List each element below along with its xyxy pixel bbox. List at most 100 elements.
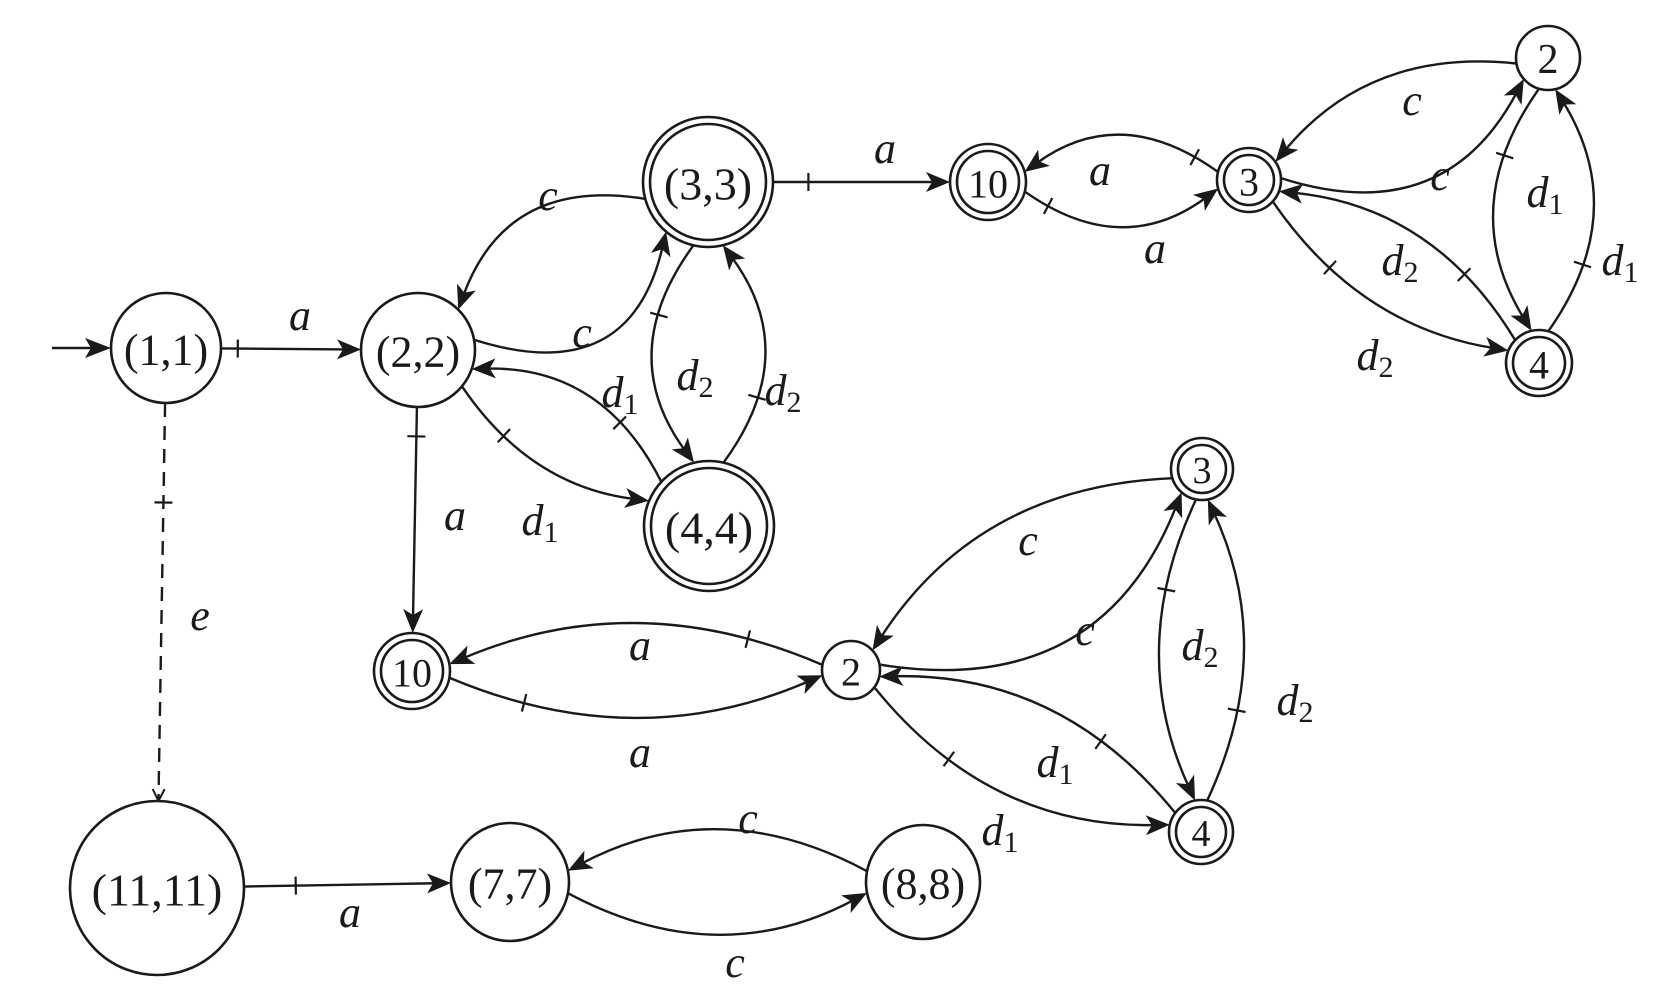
edge-symbol: c bbox=[1018, 516, 1038, 565]
edge-line bbox=[460, 385, 635, 501]
state-label: 2 bbox=[841, 650, 861, 695]
state-label: (3,3) bbox=[664, 159, 752, 210]
state-circle bbox=[372, 631, 452, 711]
state-circle bbox=[641, 115, 775, 249]
accepting-ring bbox=[1222, 153, 1276, 207]
arrowhead-icon bbox=[336, 339, 362, 360]
state-node: 3 bbox=[1169, 436, 1235, 502]
edge-line bbox=[473, 245, 665, 354]
tick-mark bbox=[744, 630, 752, 649]
arrowhead-icon bbox=[796, 675, 823, 695]
edge-label: a bbox=[629, 728, 651, 777]
state-node: 10 bbox=[948, 142, 1028, 222]
arrowhead-icon bbox=[85, 338, 111, 358]
state-circle bbox=[642, 459, 776, 593]
edge-label: c bbox=[1430, 151, 1450, 200]
edge-line bbox=[873, 686, 1156, 827]
state-node: 3 bbox=[1215, 146, 1283, 214]
edge-label: c bbox=[738, 794, 758, 843]
edge-symbol: d bbox=[1602, 236, 1625, 285]
edge-line bbox=[893, 675, 1177, 814]
edge-symbol: d bbox=[1182, 621, 1205, 670]
edge-label: d2 bbox=[1357, 331, 1394, 384]
edge-line bbox=[1157, 498, 1198, 788]
state-label: (8,8) bbox=[881, 860, 965, 909]
edge-line bbox=[1206, 512, 1246, 802]
edge-subscript: 2 bbox=[1204, 641, 1219, 674]
edge-line bbox=[879, 505, 1178, 672]
arrowhead-icon bbox=[403, 608, 424, 634]
edge-symbol: a bbox=[1144, 224, 1166, 273]
state-circle bbox=[948, 142, 1028, 222]
arrowhead-icon bbox=[1163, 492, 1183, 519]
edge-symbol: d bbox=[982, 806, 1005, 855]
state-label: (1,1) bbox=[124, 326, 208, 375]
state-node: (2,2) bbox=[359, 291, 477, 409]
tick-mark bbox=[1456, 267, 1472, 282]
arrowhead-icon bbox=[671, 437, 695, 463]
edge-label: c bbox=[1018, 516, 1038, 565]
tick-mark bbox=[520, 693, 528, 712]
transition-edge: c bbox=[1275, 60, 1517, 200]
transition-edge: c bbox=[473, 171, 671, 354]
edge-symbol: a bbox=[629, 728, 651, 777]
arrowhead-icon bbox=[1175, 774, 1196, 801]
edge-label: d2 bbox=[1382, 236, 1419, 289]
edge-line bbox=[879, 476, 1173, 639]
transition-edge: d1 bbox=[1527, 89, 1596, 333]
state-circle bbox=[1169, 436, 1235, 502]
edge-line bbox=[1035, 133, 1219, 173]
edge-label: d1 bbox=[1037, 738, 1074, 791]
edge-label: c bbox=[538, 171, 558, 220]
state-node: 2 bbox=[1514, 24, 1582, 92]
arrowhead-icon bbox=[426, 873, 452, 894]
arrowhead-icon bbox=[926, 172, 950, 192]
edge-line bbox=[1283, 60, 1517, 152]
transition-edge: a bbox=[448, 621, 823, 720]
edge-symbol: d bbox=[1357, 331, 1380, 380]
edge-label: a bbox=[629, 621, 651, 670]
state-label: 4 bbox=[1529, 343, 1549, 388]
edge-label: c bbox=[572, 308, 592, 357]
edge-label: a bbox=[444, 491, 466, 540]
arrowhead-icon bbox=[650, 231, 671, 258]
state-label: 3 bbox=[1193, 450, 1212, 492]
edge-label: a bbox=[874, 124, 896, 173]
edge-subscript: 2 bbox=[1379, 351, 1394, 384]
edge-symbol: a bbox=[289, 291, 311, 340]
arrowhead-icon bbox=[841, 892, 868, 913]
tick-mark bbox=[1189, 148, 1200, 166]
state-circle bbox=[1514, 24, 1582, 92]
edge-label: e bbox=[190, 591, 210, 640]
transition-edge: d2 bbox=[1278, 183, 1517, 384]
transition-edge: d1 bbox=[873, 686, 1170, 836]
state-circle bbox=[449, 821, 571, 943]
edge-symbol: c bbox=[1430, 151, 1450, 200]
transition-edge: a bbox=[1024, 133, 1219, 273]
edge-label: d2 bbox=[765, 366, 802, 419]
arrowhead-icon bbox=[872, 624, 894, 651]
state-label: 10 bbox=[968, 162, 1008, 207]
edge-symbol: c bbox=[738, 794, 758, 843]
edge-subscript: 1 bbox=[624, 388, 639, 421]
accepting-ring bbox=[379, 638, 445, 704]
state-circle bbox=[359, 291, 477, 409]
transition-edge: d1 bbox=[879, 666, 1177, 859]
state-circle bbox=[68, 799, 246, 977]
edge-subscript: 1 bbox=[544, 516, 559, 549]
arrowhead-icon bbox=[1483, 336, 1509, 357]
arrowhead-icon bbox=[1207, 499, 1227, 526]
edge-label: a bbox=[339, 888, 361, 937]
edge-label: d2 bbox=[1182, 621, 1219, 674]
state-label: (11,11) bbox=[92, 865, 223, 916]
edge-label: d1 bbox=[1527, 168, 1564, 221]
tick-mark bbox=[1227, 707, 1246, 714]
state-label: 2 bbox=[1538, 37, 1559, 83]
transition-edge: d2 bbox=[1157, 498, 1314, 801]
transition-edge: d1 bbox=[460, 368, 650, 508]
edge-line bbox=[157, 402, 167, 800]
edge-label: a bbox=[1144, 224, 1166, 273]
edge-symbol: a bbox=[1089, 146, 1111, 195]
edge-symbol: e bbox=[190, 591, 210, 640]
